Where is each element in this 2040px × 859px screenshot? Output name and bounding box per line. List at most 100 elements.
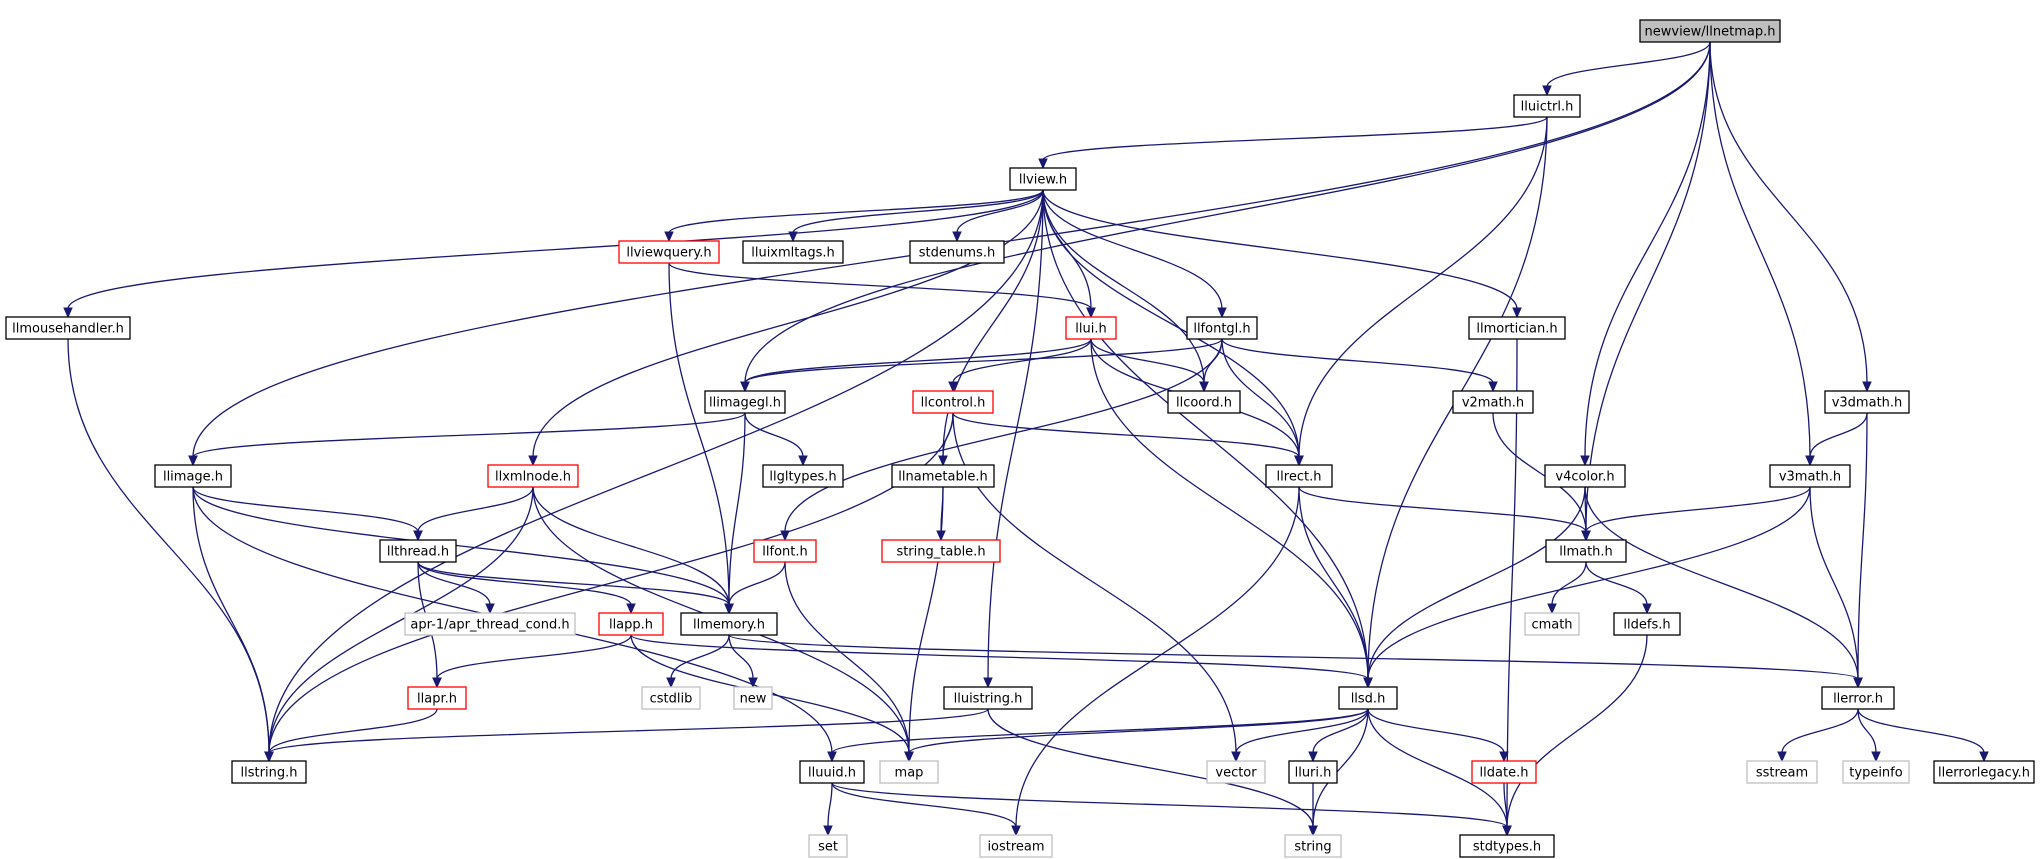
edge-llcontrol-to-llrect <box>952 412 1304 467</box>
edge-newview-to-v4color <box>1580 41 1711 467</box>
edge-v3math-to-llmath <box>1581 486 1811 542</box>
node-box <box>1265 464 1333 488</box>
node-llfontgl[interactable]: llfontgl.h <box>1186 316 1258 340</box>
node-label: llerror.h <box>1833 692 1883 707</box>
node-apr_thread_cond[interactable]: apr-1/apr_thread_cond.h <box>404 612 576 636</box>
node-llthread[interactable]: llthread.h <box>379 539 457 563</box>
node-llcontrol[interactable]: llcontrol.h <box>912 390 994 414</box>
node-v4color[interactable]: v4color.h <box>1544 464 1626 488</box>
node-label: lluistring.h <box>954 692 1023 707</box>
node-lluistring[interactable]: lluistring.h <box>943 686 1033 710</box>
edge-newview-to-v3math <box>1709 41 1815 467</box>
node-llmortician[interactable]: llmortician.h <box>1468 316 1566 340</box>
node-llrect[interactable]: llrect.h <box>1265 464 1333 488</box>
edge-llview-to-llnametable <box>938 189 1044 467</box>
node-llview[interactable]: llview.h <box>1009 167 1077 191</box>
node-llerror[interactable]: llerror.h <box>1821 686 1895 710</box>
node-string[interactable]: string <box>1284 834 1342 858</box>
node-stdenums[interactable]: stdenums.h <box>909 240 1005 264</box>
edge-llview-to-llmousehandler <box>63 189 1044 319</box>
node-llgltypes[interactable]: llgltypes.h <box>762 464 844 488</box>
node-lluri[interactable]: lluri.h <box>1288 760 1338 784</box>
edge-llrect-to-llmath <box>1298 486 1591 542</box>
node-label: llmortician.h <box>1476 322 1557 337</box>
edge-v3math-to-llerror <box>1809 486 1863 689</box>
node-lluixmltags[interactable]: lluixmltags.h <box>742 240 844 264</box>
node-cmath[interactable]: cmath <box>1524 612 1580 636</box>
node-label: apr-1/apr_thread_cond.h <box>410 618 569 633</box>
node-llerrorlegacy[interactable]: llerrorlegacy.h <box>1933 760 2035 784</box>
node-lldate[interactable]: lldate.h <box>1471 760 1537 784</box>
node-label: vector <box>1215 766 1257 781</box>
node-llimage[interactable]: llimage.h <box>154 464 232 488</box>
node-label: string <box>1294 840 1331 855</box>
node-box <box>1513 94 1581 118</box>
edge-newview-to-v3dmath <box>1709 41 1872 393</box>
node-box <box>1824 390 1910 414</box>
edge-lldate-to-stdtypes <box>1502 782 1512 837</box>
edge-llui-to-llimagegl <box>740 338 1092 393</box>
node-llxmlnode[interactable]: llxmlnode.h <box>487 464 579 488</box>
node-label: v3math.h <box>1779 470 1841 485</box>
node-box <box>1459 834 1555 858</box>
node-iostream[interactable]: iostream <box>979 834 1053 858</box>
edge-llview-to-lluixmltags <box>788 189 1044 243</box>
node-llsd[interactable]: llsd.h <box>1338 686 1398 710</box>
edge-lluri-to-string <box>1308 783 1318 837</box>
node-lluuid[interactable]: lluuid.h <box>799 760 865 784</box>
edge-llview-to-llmortician <box>1042 189 1522 319</box>
node-box <box>1821 686 1895 710</box>
node-box <box>979 834 1053 858</box>
node-new[interactable]: new <box>733 686 773 710</box>
node-box <box>943 686 1033 710</box>
node-map[interactable]: map <box>879 760 939 784</box>
node-llcoord[interactable]: llcoord.h <box>1167 390 1241 414</box>
node-vector[interactable]: vector <box>1206 760 1266 784</box>
node-lluictrl[interactable]: lluictrl.h <box>1513 94 1581 118</box>
node-box <box>641 686 701 710</box>
node-llapr[interactable]: llapr.h <box>407 686 467 710</box>
node-llfont[interactable]: llfont.h <box>753 539 817 563</box>
edge-llview-to-llxmlnode <box>528 189 1044 467</box>
edge-lluuid-to-stdtypes <box>831 782 1512 837</box>
node-box <box>487 464 579 488</box>
node-label: llmousehandler.h <box>12 322 124 337</box>
node-label: llcontrol.h <box>921 396 986 411</box>
node-llnametable[interactable]: llnametable.h <box>891 464 995 488</box>
node-sstream[interactable]: sstream <box>1746 760 1818 784</box>
node-v3dmath[interactable]: v3dmath.h <box>1824 390 1910 414</box>
node-lldefs[interactable]: lldefs.h <box>1613 612 1681 636</box>
node-llviewquery[interactable]: llviewquery.h <box>618 240 720 264</box>
node-llapp[interactable]: llapp.h <box>598 612 664 636</box>
node-label: llsd.h <box>1351 692 1386 707</box>
edge-llmousehandler-to-llstring <box>67 338 274 763</box>
node-llui[interactable]: llui.h <box>1065 316 1117 340</box>
node-llimagegl[interactable]: llimagegl.h <box>704 390 786 414</box>
node-box <box>1167 390 1241 414</box>
node-llmousehandler[interactable]: llmousehandler.h <box>5 316 131 340</box>
node-label: llerrorlegacy.h <box>1938 766 2030 781</box>
node-box <box>742 240 844 264</box>
node-box <box>1769 464 1851 488</box>
node-label: llxmlnode.h <box>495 470 571 485</box>
node-typeinfo[interactable]: typeinfo <box>1842 760 1910 784</box>
node-llstring[interactable]: llstring.h <box>231 760 307 784</box>
node-box <box>704 390 786 414</box>
node-box <box>618 240 720 264</box>
node-label: sstream <box>1756 766 1808 781</box>
node-cstdlib[interactable]: cstdlib <box>641 686 701 710</box>
edge-llimage-to-llthread <box>192 486 423 542</box>
node-llmath[interactable]: llmath.h <box>1545 539 1627 563</box>
node-set[interactable]: set <box>808 834 848 858</box>
node-label: typeinfo <box>1849 766 1902 781</box>
node-box <box>1284 834 1342 858</box>
node-box <box>154 464 232 488</box>
node-v3math[interactable]: v3math.h <box>1769 464 1851 488</box>
node-stdtypes[interactable]: stdtypes.h <box>1459 834 1555 858</box>
node-newview[interactable]: newview/llnetmap.h <box>1639 19 1781 43</box>
node-v2math[interactable]: v2math.h <box>1452 390 1534 414</box>
node-box <box>598 612 664 636</box>
node-llmemory[interactable]: llmemory.h <box>680 612 778 636</box>
edge-llmemory-to-new <box>728 634 758 689</box>
node-string_table[interactable]: string_table.h <box>881 539 1001 563</box>
